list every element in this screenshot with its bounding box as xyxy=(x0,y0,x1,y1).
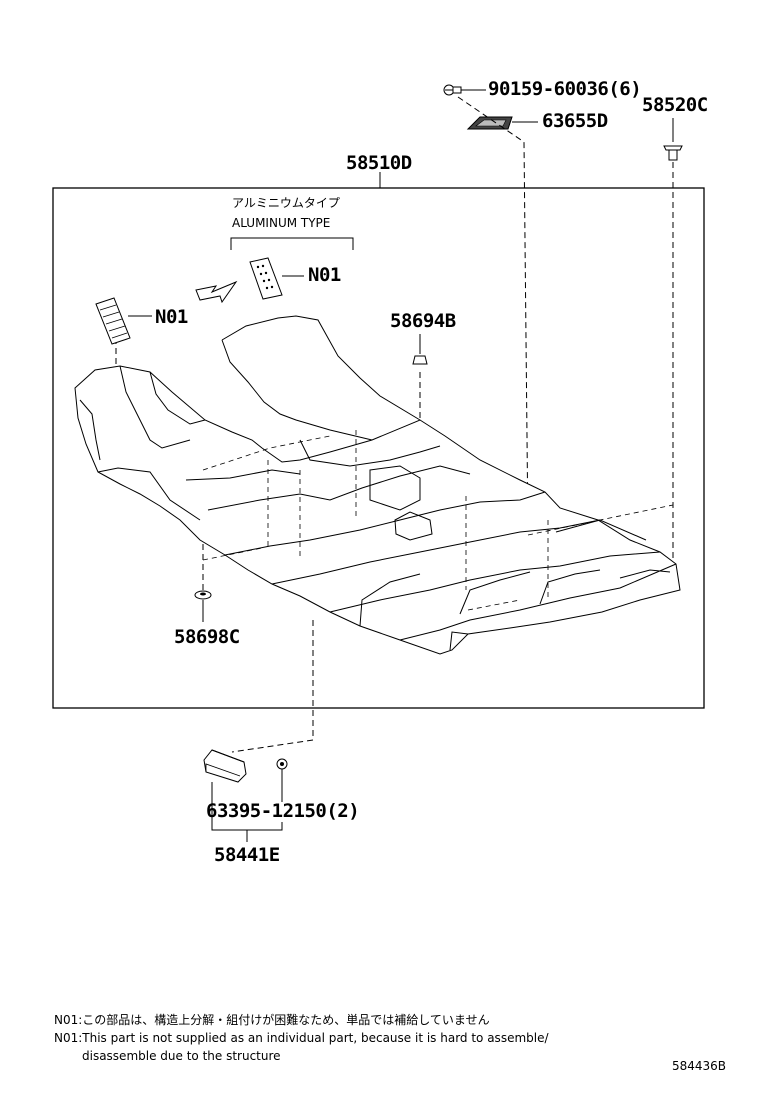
bolt-icon xyxy=(443,84,486,96)
aluminum-pad-icon xyxy=(249,257,304,300)
label-bolt: 90159-60036(6) xyxy=(488,78,642,100)
label-clip-center: 58694B xyxy=(390,310,456,332)
aluminum-type-en: ALUMINUM TYPE xyxy=(232,216,331,230)
label-grommet-top: 63655D xyxy=(542,110,608,132)
clip-right-icon xyxy=(663,118,683,161)
aluminum-type-jp: アルミニウムタイプ xyxy=(232,196,340,210)
label-screw-bottom: 63395-12150(2) xyxy=(206,800,360,822)
diagram-id: 584436B xyxy=(672,1059,727,1073)
screw-icon xyxy=(276,758,288,802)
note-line-jp: N01:この部品は、構造上分解・組付けが困難なため、単品では補給していません xyxy=(54,1013,490,1027)
label-note-pad-left: N01 xyxy=(155,306,188,328)
carpet-dashed-lines xyxy=(202,430,674,611)
note-line-en-2: disassemble due to the structure xyxy=(82,1049,281,1063)
label-floor-plate: 58441E xyxy=(214,844,280,866)
label-clip-left: 58698C xyxy=(174,626,240,648)
grommet-icon xyxy=(466,116,538,130)
label-floor-carpet: 58510D xyxy=(346,152,412,174)
arrow-icon xyxy=(195,280,238,304)
floor-plate-icon xyxy=(203,749,247,783)
aluminum-bracket xyxy=(230,237,354,250)
rubber-pad-icon xyxy=(95,297,152,345)
carpet-frame xyxy=(52,187,705,709)
floor-carpet-drawing xyxy=(74,315,681,655)
label-clip-right: 58520C xyxy=(642,94,708,116)
label-note-pad-right: N01 xyxy=(308,264,341,286)
clip-center-icon xyxy=(412,334,428,365)
clip-left-icon xyxy=(194,590,212,622)
note-line-en-1: N01:This part is not supplied as an indi… xyxy=(54,1031,549,1045)
